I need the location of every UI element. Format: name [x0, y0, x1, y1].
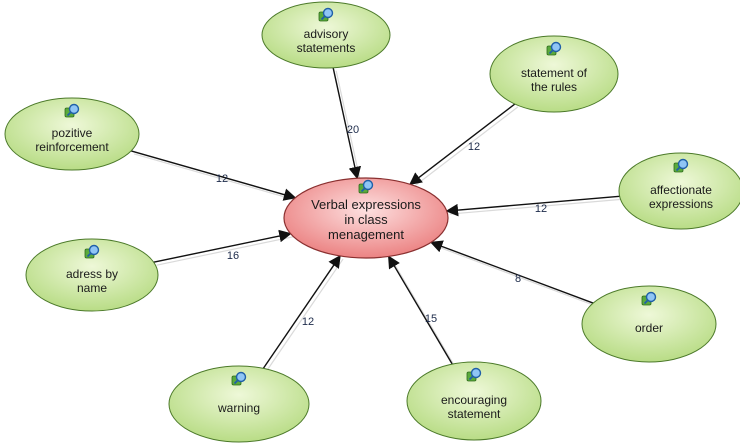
node-ellipse-warning[interactable]	[168, 365, 310, 443]
center-label: Verbal expressions	[311, 197, 421, 212]
edge-shadow-encouraging	[391, 259, 456, 368]
edge-shadow-rules	[412, 106, 519, 188]
node-ellipse-affectionate[interactable]	[618, 152, 740, 230]
node-label-rules: statement of	[521, 66, 588, 80]
search-node-icon	[358, 179, 374, 194]
edge-weight-order: 8	[515, 273, 521, 285]
node-label-encouraging: statement	[448, 407, 501, 421]
search-node-icon	[84, 244, 100, 259]
node-label-affectionate: expressions	[649, 197, 713, 211]
node-order[interactable]: order	[581, 285, 717, 363]
search-node-icon	[546, 41, 562, 56]
edge-shadow-order	[433, 244, 597, 307]
edge-advisory	[332, 67, 362, 180]
center-label: in class	[344, 212, 388, 227]
edge-encouraging	[388, 255, 453, 365]
node-label-advisory: statements	[297, 41, 356, 55]
edge-shadow-pozitive	[133, 153, 299, 202]
edge-weight-pozitive: 12	[216, 173, 228, 185]
node-ellipse-order[interactable]	[581, 285, 717, 363]
edge-pozitive	[130, 150, 297, 201]
center-label: menagement	[328, 227, 404, 242]
search-node-icon	[641, 291, 657, 306]
edge-adress	[153, 229, 292, 263]
edge-order	[429, 240, 594, 304]
search-node-icon	[231, 371, 247, 386]
node-warning[interactable]: warning	[168, 365, 310, 443]
edge-rules	[409, 103, 516, 186]
edge-weight-warning: 12	[302, 316, 314, 328]
edge-weight-advisory: 20	[347, 124, 359, 136]
node-label-encouraging: encouraging	[441, 393, 507, 407]
node-label-affectionate: affectionate	[650, 183, 712, 197]
edge-affectionate	[445, 195, 620, 217]
node-label-warning: warning	[217, 401, 260, 415]
edge-shadow-affectionate	[449, 198, 623, 215]
node-ellipse-rules[interactable]	[489, 35, 619, 113]
edge-shadow-advisory	[335, 70, 361, 182]
search-node-icon	[673, 158, 689, 173]
node-label-rules: the rules	[531, 80, 577, 94]
edge-shadow-warning	[265, 258, 344, 372]
node-ellipse-pozitive[interactable]	[4, 97, 140, 171]
node-ellipse-encouraging[interactable]	[406, 361, 542, 441]
edge-weight-adress: 16	[227, 250, 239, 262]
node-label-adress: name	[77, 281, 107, 295]
edge-shadow-adress	[156, 236, 294, 266]
edge-weight-encouraging: 15	[425, 313, 437, 325]
edge-weight-rules: 12	[468, 141, 480, 153]
node-ellipse-advisory[interactable]	[261, 1, 391, 69]
search-node-icon	[318, 7, 334, 22]
node-label-advisory: advisory	[304, 27, 349, 41]
node-label-pozitive: reinforcement	[35, 140, 109, 154]
node-label-pozitive: pozitive	[52, 126, 93, 140]
edges-layer: 20 12 12 12 16 8 12 15	[130, 67, 623, 372]
search-node-icon	[466, 367, 482, 382]
node-label-adress: adress by	[66, 267, 118, 281]
edge-warning	[262, 254, 341, 369]
search-node-icon	[64, 103, 80, 118]
node-label-order: order	[635, 321, 663, 335]
edge-weight-affectionate: 12	[535, 203, 547, 215]
node-ellipse-adress[interactable]	[25, 238, 159, 312]
center-ellipse[interactable]	[283, 177, 449, 259]
